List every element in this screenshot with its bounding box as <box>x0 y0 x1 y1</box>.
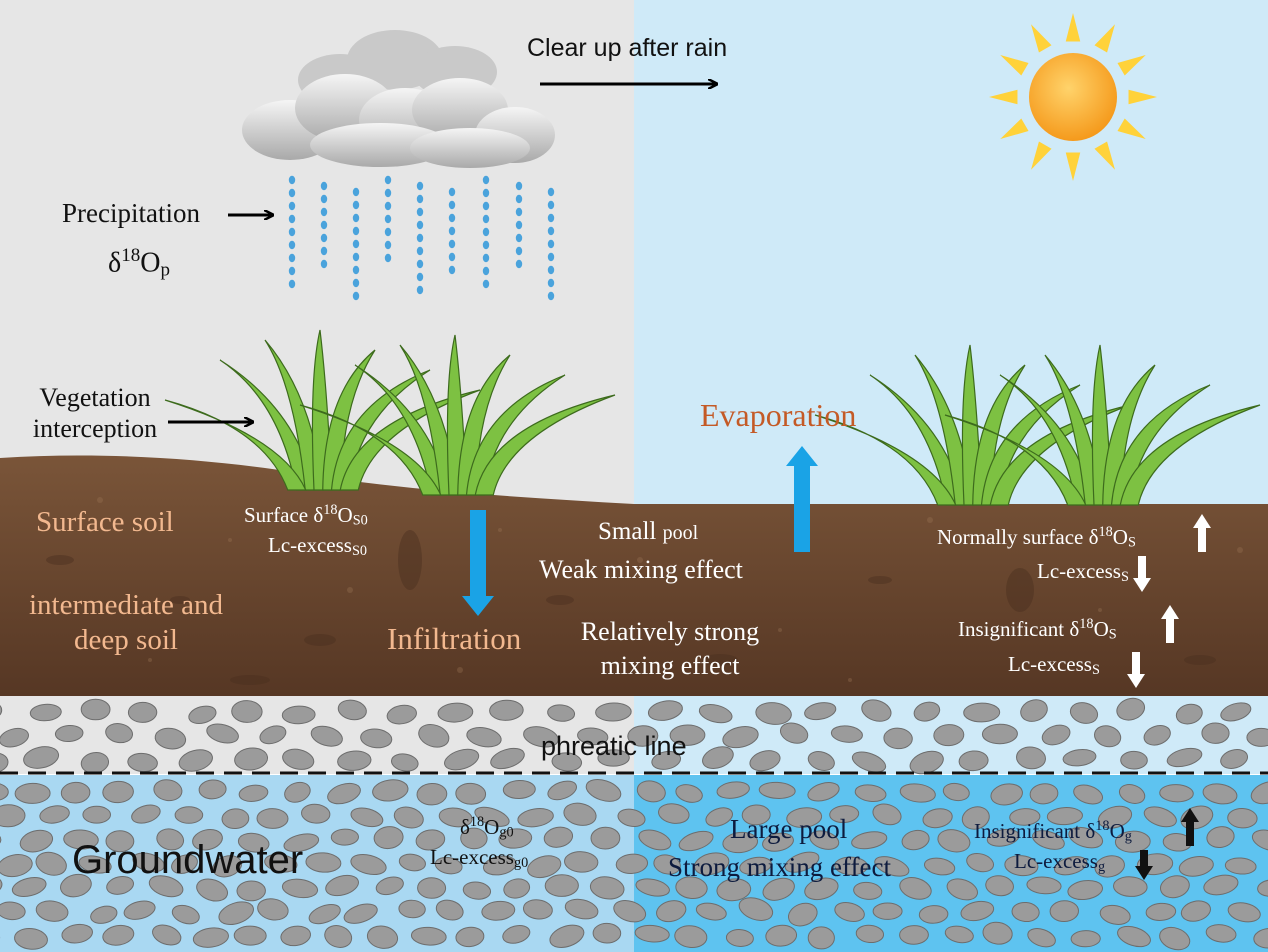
soil-texture <box>46 530 1216 685</box>
large-pool-label: Large pool <box>730 814 848 844</box>
groundwater-delta-up-arrow <box>1181 808 1199 846</box>
infiltration-arrow <box>462 510 494 616</box>
rain-drops-icon <box>288 175 555 301</box>
infiltration-label: Infiltration <box>387 621 522 656</box>
soil-speckles <box>97 497 1243 682</box>
pebbles-upper <box>0 697 1268 775</box>
precipitation-label: Precipitation <box>62 198 200 228</box>
intermediate-deep-soil-label: intermediate and deep soil <box>28 589 224 656</box>
pebbles-groundwater <box>0 778 1268 951</box>
phreatic-line-label: phreatic line <box>541 731 687 761</box>
groundwater-label: Groundwater <box>72 838 304 882</box>
sun-icon <box>989 13 1157 181</box>
weak-mixing-label: Weak mixing effect <box>539 555 743 584</box>
groundwater-insignificant-delta-label: Insignificant δ18Og <box>974 818 1132 845</box>
grass-left-icon <box>164 329 616 496</box>
insignificant-delta-s-label: Insignificant δ18OS <box>958 616 1117 643</box>
evaporation-label: Evaporation <box>700 397 857 433</box>
surface-lc-excess-label: Lc-excessS <box>1037 559 1129 585</box>
soil-layer <box>0 455 1268 696</box>
surface-lc-down-arrow <box>1133 556 1151 592</box>
precipitation-isotope-label: δ18Op <box>108 245 170 281</box>
relatively-strong-mixing-label: Relatively strong mixing effect <box>580 617 760 680</box>
surface-soil-label: Surface soil <box>36 506 174 538</box>
normally-surface-delta-label: Normally surface δ18OS <box>937 524 1136 551</box>
clear-up-label: Clear up after rain <box>527 34 728 62</box>
evaporation-arrow <box>786 446 818 552</box>
groundwater-lc-excess-g-label: Lc-excessg <box>1014 849 1106 875</box>
surface-delta-up-arrow <box>1193 514 1211 552</box>
deep-lc-down-arrow <box>1127 652 1145 688</box>
groundwater-lc-down-arrow <box>1135 850 1153 880</box>
vegetation-interception-label: Vegetation interception <box>32 383 158 444</box>
deep-delta-up-arrow <box>1161 605 1179 643</box>
groundwater-delta-g0-label: δ18Og0 <box>460 814 514 841</box>
surface-delta-s0-label: Surface δ18OS0 <box>244 502 368 529</box>
small-pool-label: Small pool <box>598 518 699 545</box>
deep-lc-excess-label: Lc-excessS <box>1008 652 1100 678</box>
grass-right-icon <box>814 344 1261 506</box>
strong-mixing-label: Strong mixing effect <box>668 852 891 882</box>
rain-cloud-icon <box>242 30 555 168</box>
groundwater-lc-excess-g0-label: Lc-excessg0 <box>430 845 529 871</box>
lc-excess-s0-label: Lc-excessS0 <box>268 533 368 559</box>
